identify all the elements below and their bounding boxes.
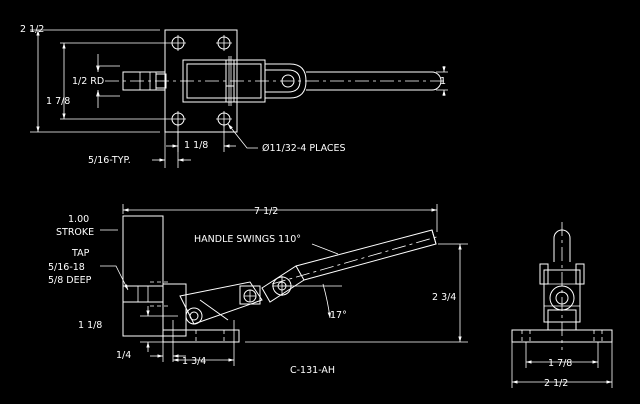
label-handle-diameter: 1 xyxy=(440,76,446,87)
label-side-height: 2 3/4 xyxy=(432,292,456,303)
label-side-base-offset: 1/4 xyxy=(116,350,131,361)
note-tap: TAP 5/16-18 5/8 DEEP xyxy=(48,248,129,291)
dim-angle: 17° xyxy=(282,283,347,321)
label-angle: 17° xyxy=(330,310,347,321)
dim-edge-distance: 5/16-TYP. xyxy=(88,132,191,168)
label-overall-length: 7 1/2 xyxy=(254,206,278,217)
drawing-number: C-131-AH xyxy=(290,365,335,376)
leader-hole-spec: Ø11/32-4 PLACES xyxy=(227,123,346,154)
label-hole-spec: Ø11/32-4 PLACES xyxy=(262,143,346,154)
dim-end-hole-spacing: 1 7/8 xyxy=(525,342,599,369)
dim-hole-spacing-h: 1 1/8 xyxy=(166,124,236,152)
dim-top-overall-height: 2 1/2 xyxy=(20,24,160,133)
top-view: 2 1/2 1/2 RD 1 7/8 1 1 1/8 xyxy=(20,24,448,168)
label-hole-spacing-h: 1 1/8 xyxy=(184,140,208,151)
label-end-base-width: 2 1/2 xyxy=(544,378,568,389)
end-base xyxy=(511,329,613,343)
dim-overall-length: 7 1/2 xyxy=(122,204,438,232)
label-tap: TAP xyxy=(71,248,90,259)
label-tap-depth: 5/8 DEEP xyxy=(48,275,92,286)
dim-handle-diameter: 1 xyxy=(436,66,448,96)
side-body-block xyxy=(122,215,164,337)
dim-side-base-offset: 1/4 xyxy=(116,342,186,362)
label-handle-swing: HANDLE SWINGS 110° xyxy=(194,234,301,245)
label-rod-diameter: 1/2 RD xyxy=(72,76,104,87)
label-stroke-value: 1.00 xyxy=(68,214,89,225)
label-side-base-height: 1 1/8 xyxy=(78,320,102,331)
label-edge-distance: 5/16-TYP. xyxy=(88,155,131,166)
dim-end-base-width: 2 1/2 xyxy=(511,342,613,389)
label-side-base-hole-spacing: 1 3/4 xyxy=(182,356,206,367)
side-linkage xyxy=(179,265,305,325)
dim-handle-swing: HANDLE SWINGS 110° xyxy=(194,234,339,255)
dim-side-base-hole-spacing: 1 3/4 xyxy=(173,342,235,367)
dim-rod-diameter: 1/2 RD xyxy=(72,54,120,108)
end-body xyxy=(539,263,585,331)
side-base xyxy=(162,283,240,343)
dim-side-base-height: 1 1/8 xyxy=(78,306,178,352)
label-stroke: STROKE xyxy=(56,227,94,238)
side-plunger xyxy=(122,281,168,307)
side-handle xyxy=(271,229,441,285)
label-end-hole-spacing: 1 7/8 xyxy=(548,358,572,369)
label-top-overall-height: 2 1/2 xyxy=(20,24,44,35)
dim-stroke: 1.00 STROKE xyxy=(56,214,118,238)
label-top-hole-spacing-v: 1 7/8 xyxy=(46,96,70,107)
dim-side-height: 2 3/4 xyxy=(245,243,468,343)
label-tap-size: 5/16-18 xyxy=(48,262,85,273)
dim-top-hole-spacing-v: 1 7/8 xyxy=(46,42,170,120)
end-view: 1 7/8 2 1/2 xyxy=(511,222,613,389)
side-view: HANDLE SWINGS 110° 17° 7 1/2 1.00 STROKE… xyxy=(48,204,468,376)
